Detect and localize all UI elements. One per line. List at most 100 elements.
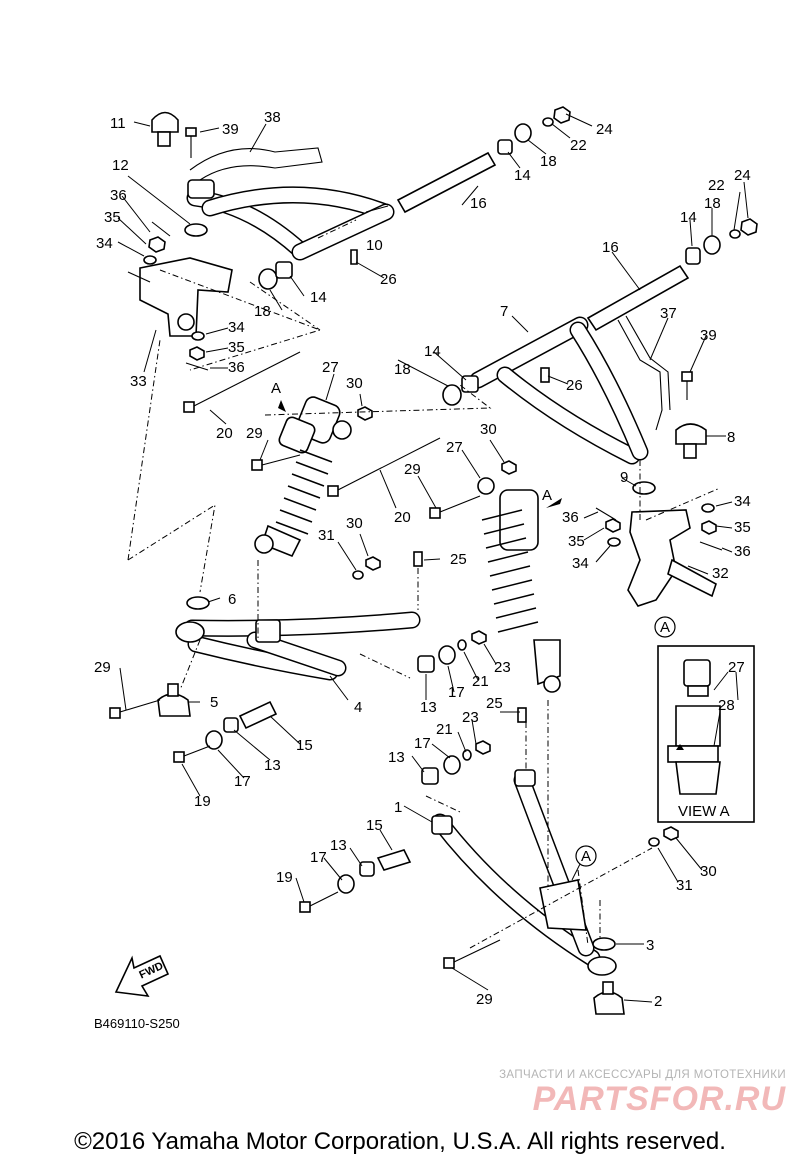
callout-20-b: 20 xyxy=(394,509,411,526)
callout-27-c: 27 xyxy=(728,659,745,676)
callout-25-a: 25 xyxy=(450,551,467,568)
callout-11: 11 xyxy=(110,115,126,132)
lower-left-arm-group xyxy=(109,551,487,763)
callout-18-b: 18 xyxy=(254,303,271,320)
view-a-title: VIEW A xyxy=(678,803,730,820)
callout-35-d: 35 xyxy=(568,533,585,550)
callout-31-b: 31 xyxy=(676,877,693,894)
callout-24-a: 24 xyxy=(596,121,613,138)
callout-21-b: 21 xyxy=(436,721,453,738)
callout-33: 33 xyxy=(130,373,147,390)
callout-5: 5 xyxy=(210,694,218,711)
watermark-logo: PARTSFOR.RU xyxy=(532,1080,786,1118)
callout-6: 6 xyxy=(228,591,236,608)
callout-30-c: 30 xyxy=(346,515,363,532)
upper-left-arm-group xyxy=(127,106,571,371)
callout-24-b: 24 xyxy=(734,167,751,184)
callout-7: 7 xyxy=(500,303,508,320)
callout-21-a: 21 xyxy=(472,673,489,690)
callout-23-b: 23 xyxy=(462,709,479,726)
callout-38: 38 xyxy=(264,109,281,126)
callout-20-a: 20 xyxy=(216,425,233,442)
copyright-notice: ©2016 Yamaha Motor Corporation, U.S.A. A… xyxy=(74,1128,726,1155)
callout-2: 2 xyxy=(654,993,662,1010)
right-shock-group xyxy=(278,400,562,693)
diagram-code: B469110-S250 xyxy=(94,1016,180,1031)
callout-25-b: 25 xyxy=(486,695,503,712)
callout-34-b: 34 xyxy=(228,319,245,336)
callout-9: 9 xyxy=(620,469,628,486)
callout-labels: 1 2 3 4 5 6 7 8 9 10 11 12 13 13 13 13 1… xyxy=(94,109,751,1010)
callout-1: 1 xyxy=(394,799,402,816)
upper-right-arm-group xyxy=(442,218,758,607)
lower-right-arm-group xyxy=(299,707,679,1015)
callout-8: 8 xyxy=(727,429,735,446)
callout-37: 37 xyxy=(660,305,677,322)
callout-23-a: 23 xyxy=(494,659,511,676)
callout-36-d: 36 xyxy=(562,509,579,526)
fwd-arrow: FWD xyxy=(114,954,170,997)
a-markers: A A A A xyxy=(271,380,676,867)
callout-35-c: 35 xyxy=(734,519,751,536)
callout-35-a: 35 xyxy=(104,209,121,226)
callout-15-b: 15 xyxy=(366,817,383,834)
callout-34-a: 34 xyxy=(96,235,113,252)
callout-30-d: 30 xyxy=(700,863,717,880)
callout-16-a: 16 xyxy=(470,195,487,212)
arrow-a-label-left: A xyxy=(271,380,281,397)
callout-3: 3 xyxy=(646,937,654,954)
view-a-inset: VIEW A xyxy=(657,645,755,823)
callout-26-b: 26 xyxy=(566,377,583,394)
watermark-tagline: ЗАПЧАСТИ И АКСЕССУАРЫ ДЛЯ МОТОТЕХНИКИ xyxy=(499,1069,786,1081)
diagram-canvas: FWD VIEW A A A A A 1 2 3 4 5 6 7 8 9 10 … xyxy=(94,106,758,1031)
callout-17-a: 17 xyxy=(448,684,465,701)
callout-17-d: 17 xyxy=(310,849,327,866)
callout-13-c: 13 xyxy=(388,749,405,766)
callout-36-a: 36 xyxy=(110,187,127,204)
callout-14-a: 14 xyxy=(514,167,531,184)
callout-26-a: 26 xyxy=(380,271,397,288)
callout-18-c: 18 xyxy=(394,361,411,378)
callout-31-a: 31 xyxy=(318,527,335,544)
callout-14-d: 14 xyxy=(680,209,697,226)
callout-29-c: 29 xyxy=(94,659,111,676)
callout-29-b: 29 xyxy=(404,461,421,478)
callout-32: 32 xyxy=(712,565,729,582)
callout-35-b: 35 xyxy=(228,339,245,356)
callout-18-a: 18 xyxy=(540,153,557,170)
callout-22-b: 22 xyxy=(708,177,725,194)
callout-17-c: 17 xyxy=(414,735,431,752)
callout-14-b: 14 xyxy=(310,289,327,306)
callout-29-d: 29 xyxy=(476,991,493,1008)
callout-13-b: 13 xyxy=(264,757,281,774)
callout-34-d: 34 xyxy=(572,555,589,572)
callout-29-a: 29 xyxy=(246,425,263,442)
callout-16-b: 16 xyxy=(602,239,619,256)
callout-19-a: 19 xyxy=(194,793,211,810)
callout-39-a: 39 xyxy=(222,121,239,138)
callout-17-b: 17 xyxy=(234,773,251,790)
arrow-a-label-right: A xyxy=(542,487,552,504)
callout-34-c: 34 xyxy=(734,493,751,510)
callout-36-b: 36 xyxy=(228,359,245,376)
leader-lines xyxy=(117,113,749,1003)
callout-14-c: 14 xyxy=(424,343,441,360)
callout-13-a: 13 xyxy=(420,699,437,716)
callout-15-a: 15 xyxy=(296,737,313,754)
left-shock-group xyxy=(183,351,381,580)
callout-18-d: 18 xyxy=(704,195,721,212)
callout-30-b: 30 xyxy=(480,421,497,438)
callout-27-a: 27 xyxy=(322,359,339,376)
callout-10: 10 xyxy=(366,237,383,254)
callout-39-b: 39 xyxy=(700,327,717,344)
callout-22-a: 22 xyxy=(570,137,587,154)
callout-27-b: 27 xyxy=(446,439,463,456)
callout-12: 12 xyxy=(112,157,129,174)
callout-13-d: 13 xyxy=(330,837,347,854)
marker-a-lower: A xyxy=(581,848,591,865)
marker-a-upper: A xyxy=(660,619,670,636)
callout-36-c: 36 xyxy=(734,543,751,560)
callout-4: 4 xyxy=(354,699,362,716)
callout-30-a: 30 xyxy=(346,375,363,392)
